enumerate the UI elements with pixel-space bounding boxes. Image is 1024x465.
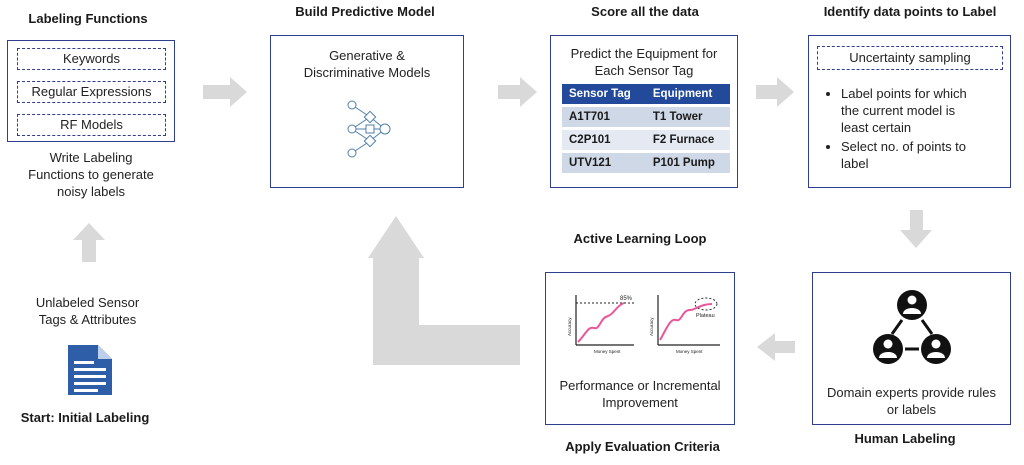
labeling-item-rf-models: RF Models [17,114,166,136]
arrow-down [900,210,932,248]
arrow-left [757,333,795,361]
people-network-icon [873,290,951,364]
table-cell: P101 Pump [645,153,730,173]
table-row: A1T701 T1 Tower [562,107,730,127]
loop-back-arrow [368,216,520,365]
labeling-functions-title: Labeling Functions [28,11,148,26]
human-labeling-title: Human Labeling [854,431,956,446]
list-item: Label points for which the current model… [841,85,1021,136]
arrow-right-3 [756,77,794,107]
start-title: Start: Initial Labeling [20,410,150,425]
arrow-up [73,223,105,262]
chart1-xlabel: Money Spent [594,349,621,354]
chart1-ylabel: Accuracy [567,317,572,336]
column-header: Equipment [645,84,730,104]
document-icon [68,345,112,395]
chart1-annotation: 85% [620,296,633,302]
predictive-model-box [270,35,464,188]
human-labeling-caption: Domain experts provide rules or labels [826,385,997,417]
labeling-caption: Write Labeling Functions to generate noi… [28,150,154,199]
uncertainty-sampling-item: Uncertainty sampling [817,46,1003,70]
table-cell: UTV121 [562,153,646,173]
labeling-functions-box [7,40,175,142]
chart2-annotation: Plateau [696,313,715,319]
table-row: UTV121 P101 Pump [562,153,730,173]
active-learning-loop-title: Active Learning Loop [573,231,707,246]
chart2-xlabel: Money Spent [676,349,703,354]
table-header-row: Sensor Tag Equipment [562,84,730,104]
evaluation-caption: Performance or Incremental Improvement [559,378,721,410]
build-model-title: Build Predictive Model [295,4,435,19]
start-caption: Unlabeled Sensor Tags & Attributes [35,295,140,327]
identify-bullets: Label points for which the current model… [823,85,1021,174]
apply-evaluation-title: Apply Evaluation Criteria [565,439,720,454]
sensor-equipment-table: Sensor Tag Equipment A1T701 T1 Tower C2P… [562,81,730,176]
chart2-ylabel: Accuracy [649,317,654,336]
arrow-right-1 [203,77,247,107]
labeling-item-regex: Regular Expressions [17,81,166,103]
evaluation-box [545,272,735,425]
arrow-right-2 [498,77,537,107]
chart-accuracy-plateau: Plateau Accuracy Money Spent [649,295,720,354]
neural-network-icon [347,100,391,158]
table-cell: T1 Tower [645,107,730,127]
column-header: Sensor Tag [562,84,646,104]
table-row: C2P101 F2 Furnace [562,130,730,150]
score-heading: Predict the Equipment for Each Sensor Ta… [570,46,718,78]
score-data-title: Score all the data [591,4,699,19]
labeling-item-keywords: Keywords [17,48,166,70]
table-cell: F2 Furnace [645,130,730,150]
identify-points-box [808,35,1011,188]
list-item: Select no. of points to label [841,138,1021,172]
model-caption: Generative & Discriminative Models [303,48,431,80]
table-cell: C2P101 [562,130,646,150]
identify-points-title: Identify data points to Label [823,4,997,19]
table-cell: A1T701 [562,107,646,127]
chart-accuracy-85: 85% Accuracy Money Spent [567,295,634,354]
